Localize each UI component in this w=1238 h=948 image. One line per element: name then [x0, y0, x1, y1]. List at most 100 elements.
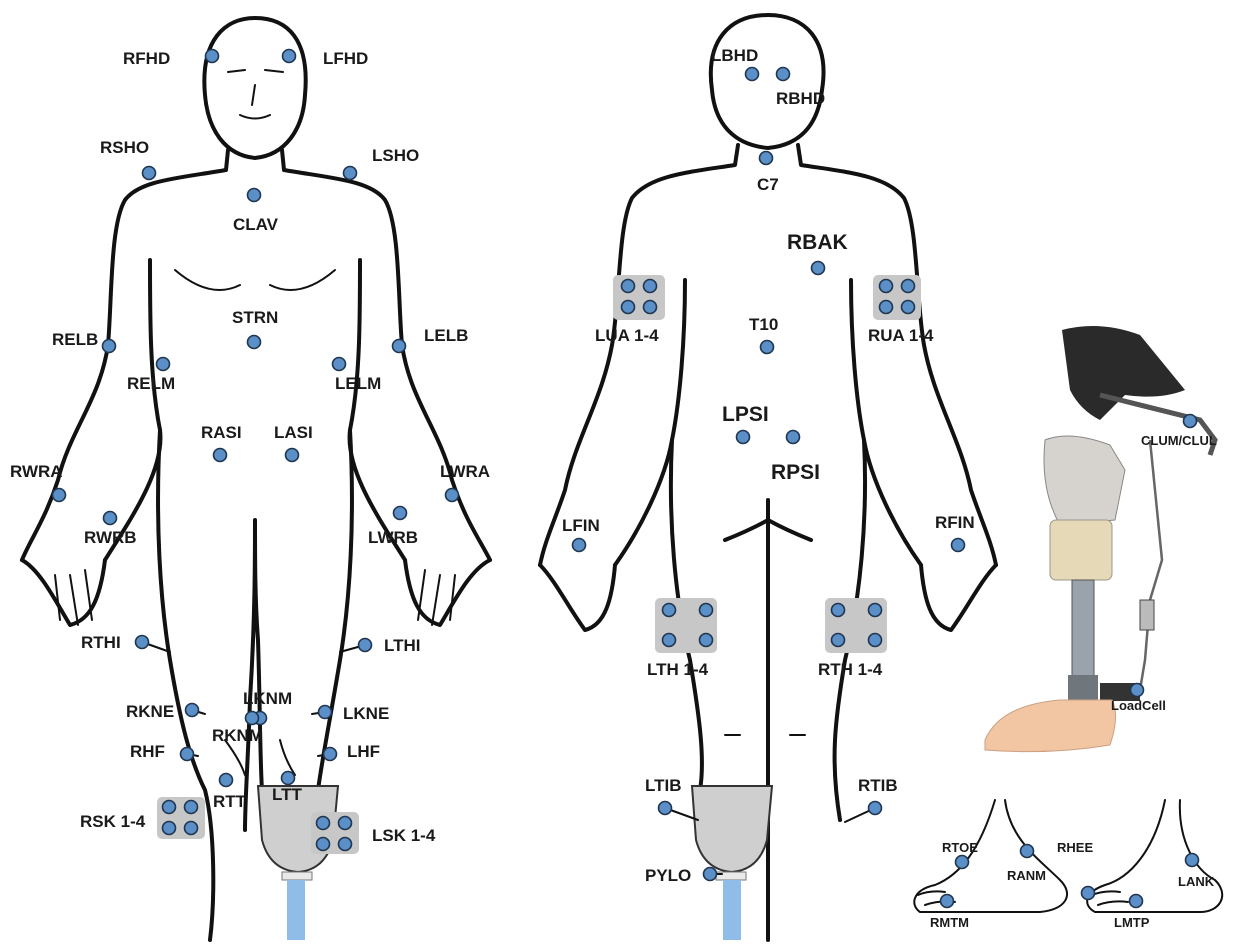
rwrb-marker [104, 512, 117, 525]
lua-3-marker [622, 301, 635, 314]
lfhd-label: LFHD [323, 49, 368, 68]
lknm-label: LKNM [243, 689, 292, 708]
rthi-marker [136, 636, 149, 649]
clum-clul-marker [1184, 415, 1197, 428]
lth-2-marker [700, 604, 713, 617]
lelm-label: LELM [335, 374, 381, 393]
rua-4-marker [902, 301, 915, 314]
strn-marker [248, 336, 261, 349]
lth-1-marker [663, 604, 676, 617]
rsk-3-marker [163, 822, 176, 835]
lelb-label: LELB [424, 326, 468, 345]
lbhd-marker [746, 68, 759, 81]
rasi-label: RASI [201, 423, 242, 442]
lmtp-marker [1130, 895, 1143, 908]
markers-layer [53, 50, 1199, 908]
pylo-label: PYLO [645, 866, 691, 885]
rt10-marker [761, 341, 774, 354]
rkne-label: RKNE [126, 702, 174, 721]
lkne-marker [319, 706, 332, 719]
lfin-marker [573, 539, 586, 552]
rknm-marker [246, 712, 259, 725]
lsk-2-marker [339, 817, 352, 830]
rth-4-marker [869, 634, 882, 647]
t10-label: T10 [749, 315, 778, 334]
clum-clul-label: CLUM/CLUL [1141, 433, 1217, 448]
back-prosthetic-socket [692, 786, 772, 940]
rfin-label: RFIN [935, 513, 975, 532]
lank-marker [1186, 854, 1199, 867]
lsk-1-marker [317, 817, 330, 830]
rua-1-4-label: RUA 1-4 [868, 326, 934, 345]
back-pylon [723, 880, 741, 940]
ranm-marker [1021, 845, 1034, 858]
lsho-label: LSHO [372, 146, 419, 165]
rhf-marker [181, 748, 194, 761]
lua-1-marker [622, 280, 635, 293]
pylo-marker [704, 868, 717, 881]
lth-4-marker [700, 634, 713, 647]
c7-label: C7 [757, 175, 779, 194]
lasi-label: LASI [274, 423, 313, 442]
ltt-label: LTT [272, 785, 303, 804]
lwrb-label: LWRB [368, 528, 418, 547]
lasi-marker [286, 449, 299, 462]
loadcell-label: LoadCell [1111, 698, 1166, 713]
rsho-marker [143, 167, 156, 180]
prosthesis-illustration [985, 326, 1215, 752]
ranm-label: RANM [1007, 868, 1046, 883]
rth-1-marker [832, 604, 845, 617]
lfin-label: LFIN [562, 516, 600, 535]
rmtm-label: RMTM [930, 915, 969, 930]
rkne-marker [186, 704, 199, 717]
front-prosthetic-socket [258, 786, 338, 940]
rtoe-label: RTOE [942, 840, 978, 855]
rtib-label: RTIB [858, 776, 898, 795]
lelm-marker [333, 358, 346, 371]
rbak-label: RBAK [787, 231, 848, 254]
lank-label: LANK [1178, 874, 1215, 889]
rtib-marker [869, 802, 882, 815]
lhf-marker [324, 748, 337, 761]
left-foot-illustration [1087, 800, 1222, 912]
rsk-1-marker [163, 801, 176, 814]
lfhd-marker [283, 50, 296, 63]
right-foot-illustration [914, 800, 1067, 912]
lmtp-label: LMTP [1114, 915, 1150, 930]
lwra-marker [446, 489, 459, 502]
lwra-label: LWRA [440, 462, 490, 481]
rpsi-marker [787, 431, 800, 444]
rua-2-marker [902, 280, 915, 293]
loadcell-marker [1131, 684, 1144, 697]
rwra-marker [53, 489, 66, 502]
rfin-marker [952, 539, 965, 552]
ltib-label: LTIB [645, 776, 682, 795]
rwrb-label: RWRB [84, 528, 137, 547]
lua-cluster-pad [613, 275, 665, 320]
front-body-outline [22, 18, 490, 940]
lsk-4-marker [339, 838, 352, 851]
lpsi-marker [737, 431, 750, 444]
rfhd-label: RFHD [123, 49, 170, 68]
relm-marker [157, 358, 170, 371]
rua-1-marker [880, 280, 893, 293]
lbhd-label: LBHD [711, 46, 758, 65]
lua-1-4-label: LUA 1-4 [595, 326, 659, 345]
rhee-marker [1082, 887, 1095, 900]
rhee-label: RHEE [1057, 840, 1093, 855]
rhf-label: RHF [130, 742, 165, 761]
lthi-marker [359, 639, 372, 652]
lsk-3-marker [317, 838, 330, 851]
rtt-label: RTT [213, 792, 247, 811]
rth-2-marker [869, 604, 882, 617]
lua-4-marker [644, 301, 657, 314]
rpsi-label: RPSI [771, 461, 820, 484]
lth-1-4-label: LTH 1-4 [647, 660, 709, 679]
lua-2-marker [644, 280, 657, 293]
rsk-1-4-label: RSK 1-4 [80, 812, 146, 831]
rmtm-marker [941, 895, 954, 908]
lsho-marker [344, 167, 357, 180]
front-pylon [287, 880, 305, 940]
